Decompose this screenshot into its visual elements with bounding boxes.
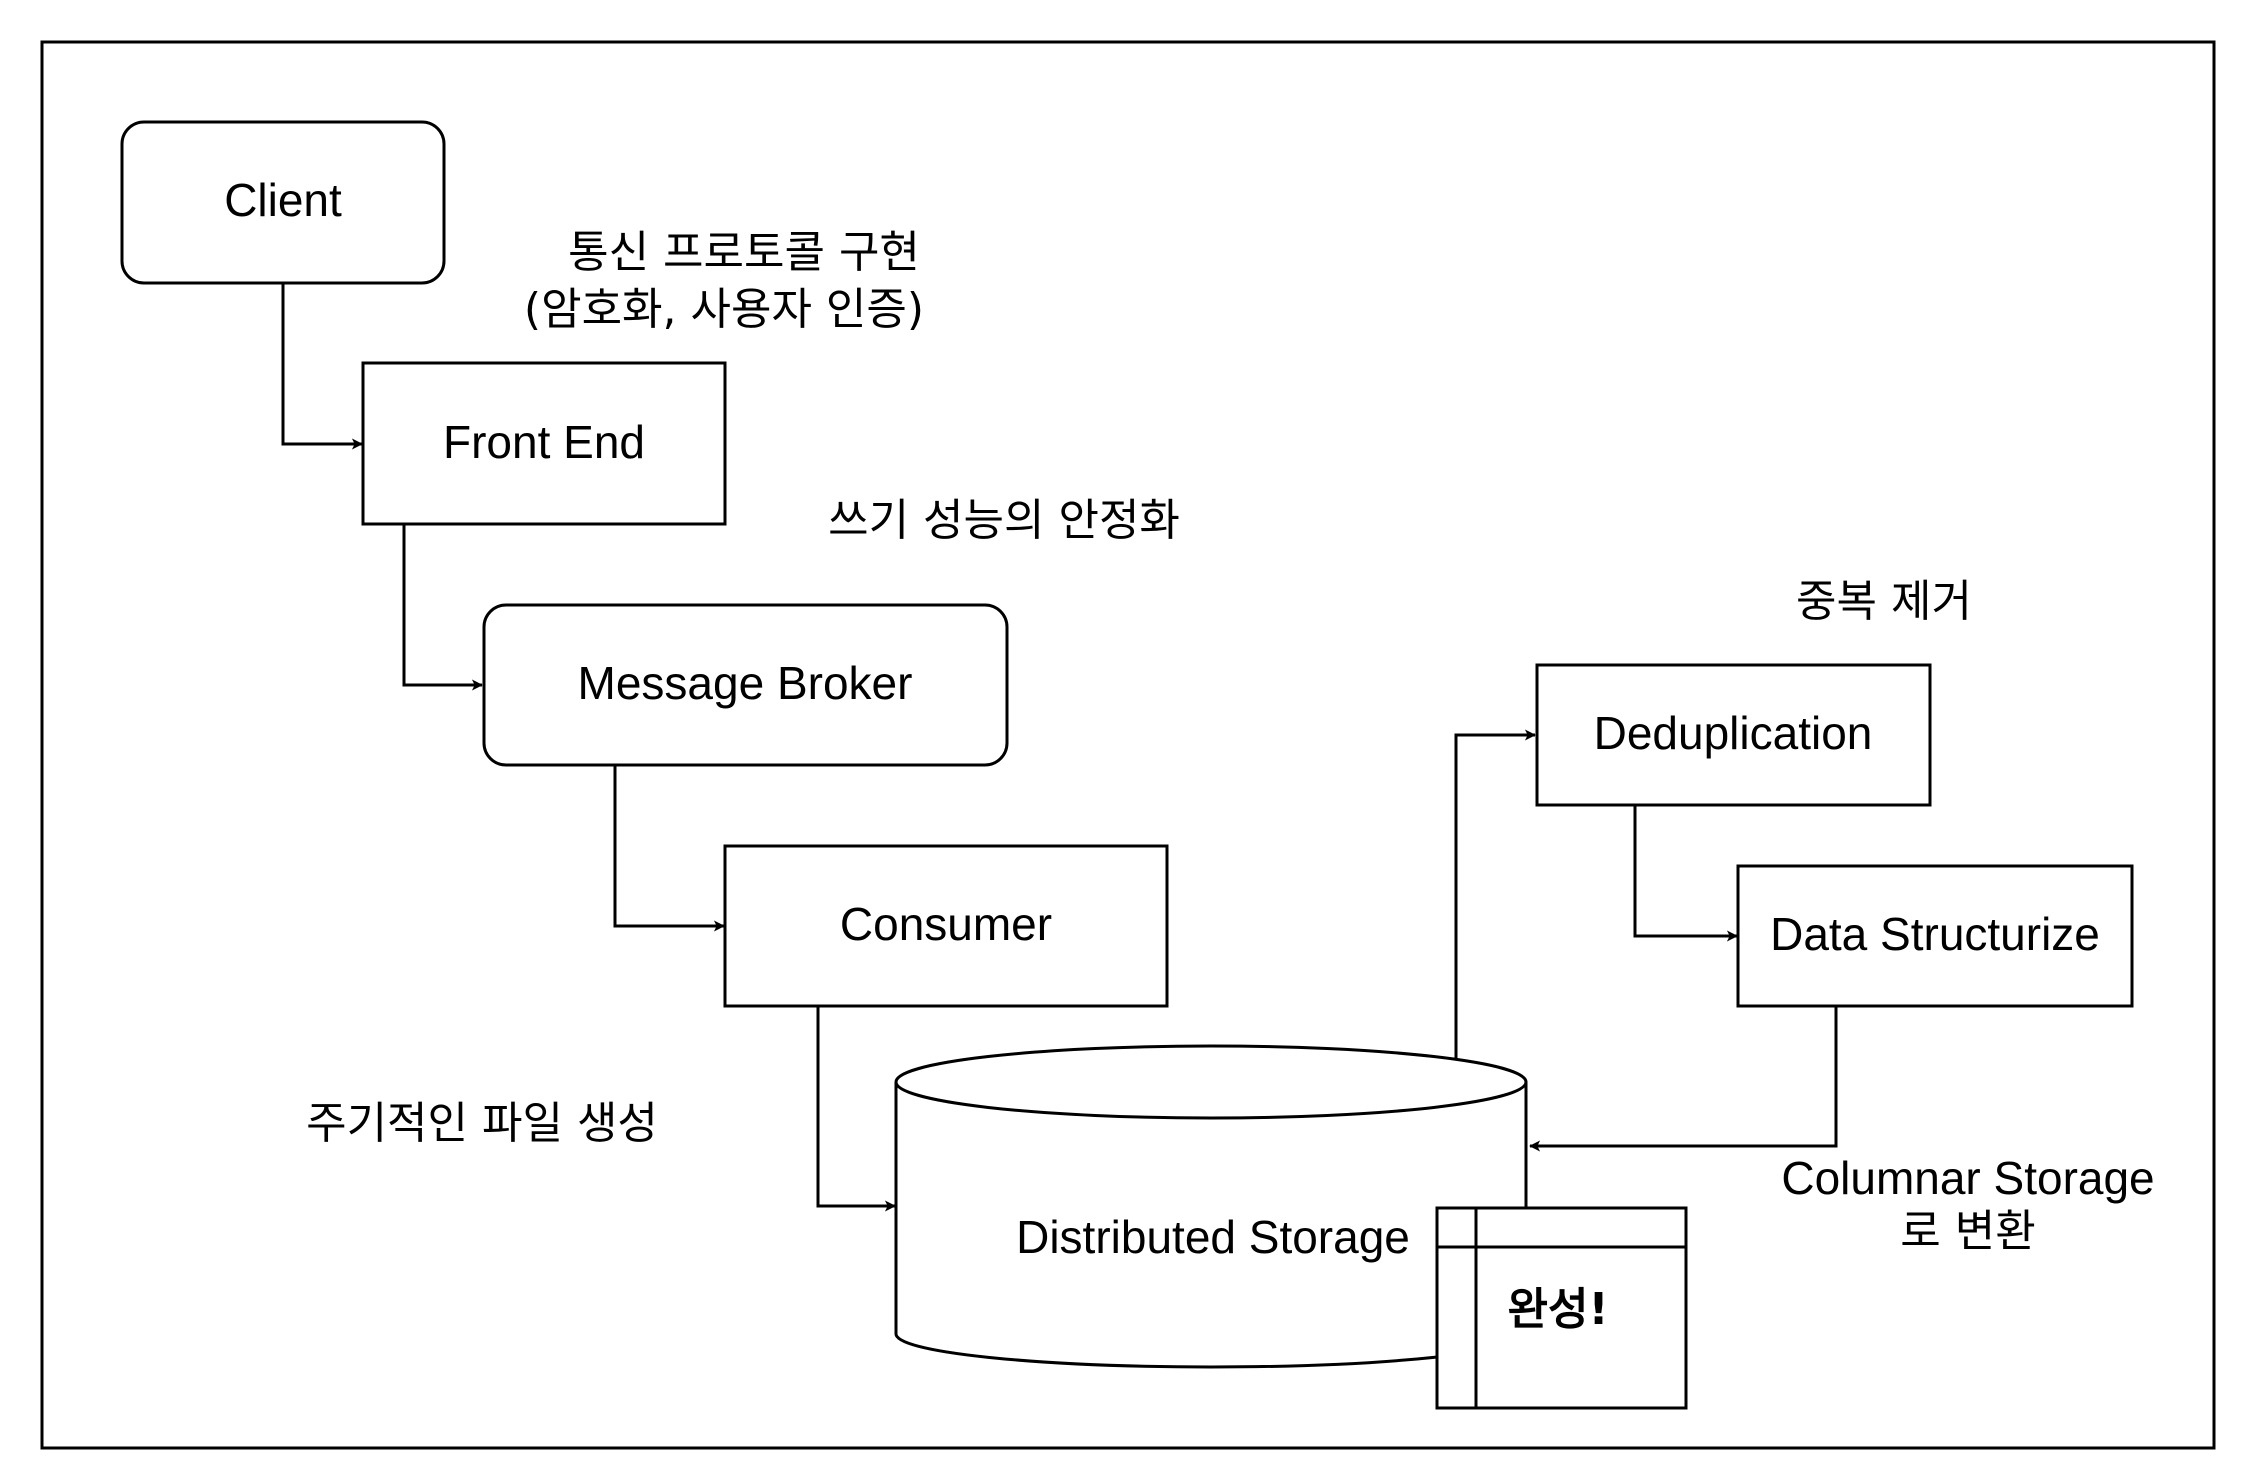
done-badge: 완성! [1435, 1206, 1688, 1410]
edge-client-to-frontend [281, 283, 363, 450]
annotation-protocol-line2: (암호화, 사용자 인증) [524, 284, 924, 335]
annotation-dedup: 중복 제거 [1796, 576, 1972, 627]
node-consumer-label: Consumer [840, 898, 1052, 950]
done-badge-label: 완성! [1507, 1284, 1608, 1335]
annotation-columnar-line1: Columnar Storage [1781, 1152, 2154, 1204]
node-data-structurize: Data Structurize [1736, 864, 2134, 1008]
node-message-broker: Message Broker [482, 603, 1009, 767]
node-deduplication-label: Deduplication [1594, 707, 1873, 759]
node-consumer: Consumer [723, 844, 1169, 1008]
node-frontend-label: Front End [443, 416, 645, 468]
edge-consumer-to-storage [816, 1006, 896, 1212]
node-distributed-storage: Distributed Storage [894, 1044, 1528, 1369]
node-message-broker-label: Message Broker [578, 657, 913, 709]
node-distributed-storage-label: Distributed Storage [1016, 1211, 1410, 1263]
annotation-write-performance: 쓰기 성능의 안정화 [828, 495, 1180, 546]
edge-dedup-to-structurize [1633, 805, 1738, 942]
edge-structurize-to-storage [1529, 1006, 1838, 1152]
edge-storage-to-dedup [1454, 729, 1536, 1058]
edge-frontend-to-broker [402, 524, 483, 691]
annotation-protocol-line1: 통신 프로토콜 구현 [568, 227, 920, 278]
diagram-frame [40, 40, 2216, 1450]
node-data-structurize-label: Data Structurize [1770, 908, 2100, 960]
node-client: Client [120, 120, 446, 285]
node-deduplication: Deduplication [1535, 663, 1932, 807]
edge-broker-to-consumer [613, 765, 725, 932]
node-frontend: Front End [361, 361, 727, 526]
annotation-columnar-line2: 로 변환 [1900, 1206, 2035, 1257]
node-client-label: Client [224, 174, 342, 226]
annotation-periodic-files: 주기적인 파일 생성 [306, 1098, 658, 1149]
